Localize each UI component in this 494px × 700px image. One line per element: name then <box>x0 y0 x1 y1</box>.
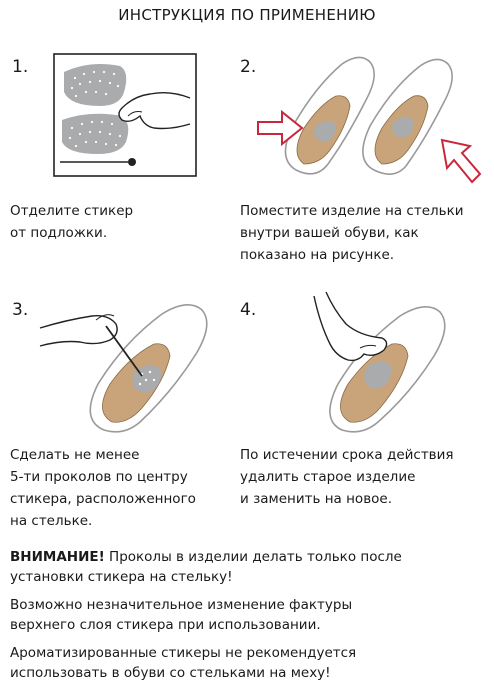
step-4-illustration <box>313 291 446 433</box>
step-1-number: 1. <box>12 57 29 77</box>
step-4-number: 4. <box>240 300 257 320</box>
sticker-top-icon <box>64 64 127 106</box>
step-3-caption: Сделать не менее 5-ти проколов по центру… <box>10 447 196 529</box>
warning-note: ВНИМАНИЕ! Проколы в изделии делать тольк… <box>10 549 402 585</box>
old-sticker-icon <box>364 361 392 389</box>
step-3-number: 3. <box>12 300 29 320</box>
right-sticker-icon <box>392 116 414 138</box>
step-1-caption: Отделите стикер от подложки. <box>10 203 134 241</box>
needle-icon <box>105 325 143 377</box>
arrow-right-icon <box>257 109 304 147</box>
fur-insole-note: Ароматизированные стикеры не рекомендует… <box>10 645 357 681</box>
step-3-illustration <box>39 304 208 433</box>
warning-label: ВНИМАНИЕ! <box>10 549 105 565</box>
step-2-number: 2. <box>240 57 257 77</box>
page-title: ИНСТРУКЦИЯ ПО ПРИМЕНЕНИЮ <box>118 6 376 24</box>
sticker-bottom-icon <box>62 113 129 154</box>
notes-section: ВНИМАНИЕ! Проколы в изделии делать тольк… <box>10 547 488 691</box>
step-2-caption: Поместите изделие на стельки внутри ваше… <box>240 203 464 263</box>
step-4-caption: По истечении срока действия удалить стар… <box>240 447 454 507</box>
hand-icon <box>313 291 388 362</box>
texture-note: Возможно незначительное изменение фактур… <box>10 597 353 633</box>
arrow-up-left-icon <box>440 138 482 184</box>
hand-icon <box>39 314 118 347</box>
hand-icon <box>118 91 191 130</box>
left-sticker-icon <box>314 120 336 142</box>
step-2-illustration <box>257 56 482 184</box>
step-1-illustration <box>53 53 197 177</box>
